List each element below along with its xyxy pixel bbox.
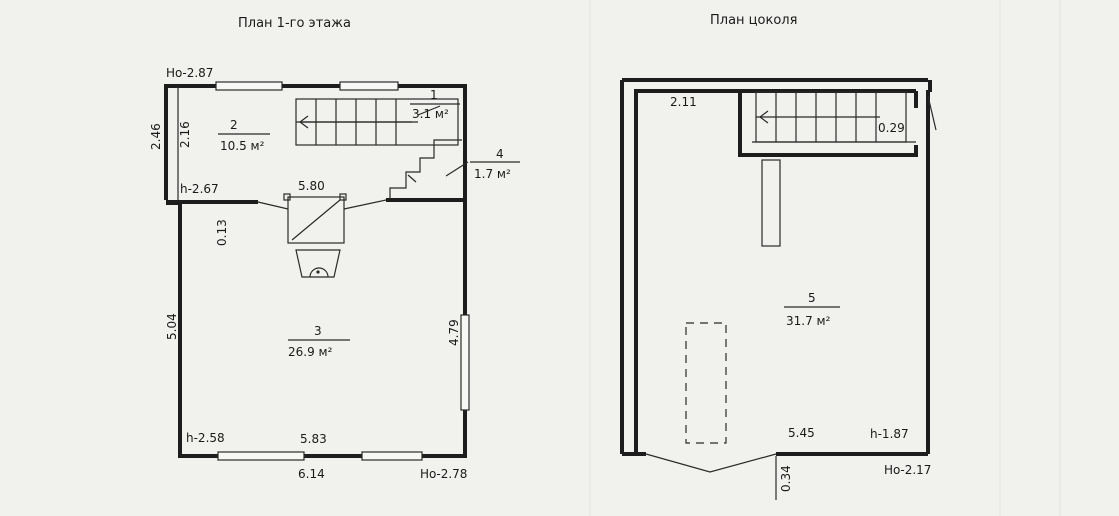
room-number: 5	[808, 291, 816, 305]
window	[460, 314, 470, 411]
room-1-label: 1 3.1 м²	[410, 88, 460, 121]
dim-h-bottom: h-2.58	[186, 431, 225, 445]
dim-bottom-height: Hо-2.78	[420, 467, 467, 481]
paper-grid	[589, 0, 1061, 516]
first-floor-title: План 1-го этажа	[238, 16, 351, 31]
room-area: 3.1 м²	[412, 107, 449, 121]
dim-bottom-outer: 6.14	[298, 467, 325, 481]
dim-width-mid: 5.80	[298, 179, 325, 193]
window	[217, 451, 305, 461]
room-4-label: 4 1.7 м²	[470, 147, 520, 181]
window	[215, 81, 283, 91]
gate-opening	[645, 453, 777, 473]
staircase-4	[389, 139, 469, 198]
dim-top-right: 0.29	[878, 121, 905, 135]
basement-plan: План цоколя	[620, 13, 937, 500]
basement-title: План цоколя	[710, 13, 797, 28]
room-area: 31.7 м²	[786, 314, 831, 328]
dim-top-left: 2.11	[670, 95, 697, 109]
stair-in-room-3	[257, 193, 387, 278]
inspection-pit	[685, 322, 727, 444]
window	[361, 451, 423, 461]
dim-h-right: h-1.87	[870, 427, 909, 441]
dim-h-mid: h-2.67	[180, 182, 219, 196]
dim-bottom-small: 0.34	[779, 465, 793, 492]
room-area: 26.9 м²	[288, 345, 333, 359]
room-5-label: 5 31.7 м²	[784, 291, 840, 328]
dim-left-outer: 2.46	[149, 123, 163, 150]
dim-left-inner: 2.16	[178, 121, 192, 148]
column	[761, 159, 781, 247]
room-2-label: 2 10.5 м²	[218, 118, 270, 153]
basement-walls	[634, 89, 918, 454]
dim-bottom-width: 5.45	[788, 426, 815, 440]
room-number: 1	[430, 88, 438, 102]
dim-bottom-height-2: Hо-2.17	[884, 463, 931, 477]
dim-left-long: 5.04	[165, 313, 179, 340]
staircase-basement	[755, 91, 907, 143]
dim-top-height: Hо-2.87	[166, 66, 213, 80]
room-area: 1.7 м²	[474, 167, 511, 181]
room-3-label: 3 26.9 м²	[288, 324, 350, 359]
first-floor-plan: План 1-го этажа	[149, 16, 520, 481]
staircase-1	[295, 98, 459, 146]
window	[339, 81, 399, 91]
room-number: 2	[230, 118, 238, 132]
dim-bottom-inner: 5.83	[300, 432, 327, 446]
room-area: 10.5 м²	[220, 139, 265, 153]
door-swing	[927, 95, 937, 131]
room-number: 4	[496, 147, 504, 161]
room-number: 3	[314, 324, 322, 338]
dim-gap: 0.13	[215, 219, 229, 246]
dim-right-long: 4.79	[447, 319, 461, 346]
